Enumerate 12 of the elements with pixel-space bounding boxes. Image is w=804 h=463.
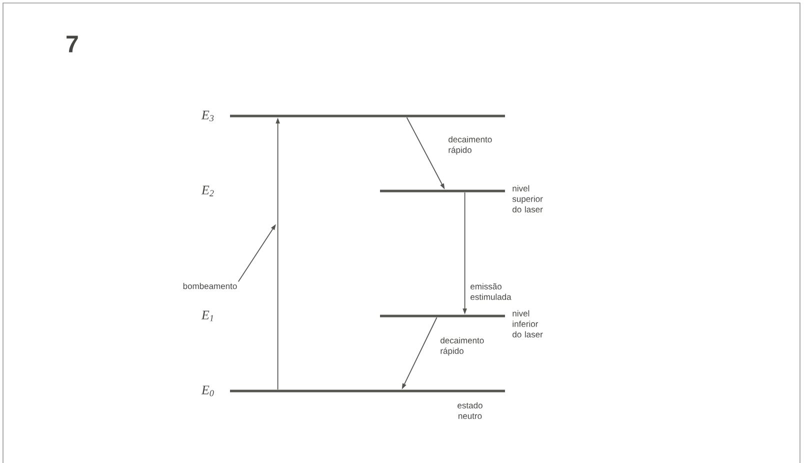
energy-label: E$_{0}$ [201, 386, 214, 396]
level-caption: nivel inferior do laser [512, 310, 543, 338]
energy-label: E$_{3}$ [201, 110, 214, 122]
figure-number: 7 [66, 36, 78, 52]
edge-label: decaimento rápido [440, 337, 484, 356]
level-caption: nivel superior do laser [512, 185, 543, 212]
level-caption: estado neutro [458, 402, 482, 419]
pump-label: bombeamento [183, 282, 237, 290]
edge-label: decaimento rápido [448, 136, 492, 155]
energy-label: E$_{1}$ [201, 310, 213, 322]
edge-label: emissão estimulada [470, 283, 512, 300]
energy-label: E$_{2}$ [201, 186, 214, 196]
